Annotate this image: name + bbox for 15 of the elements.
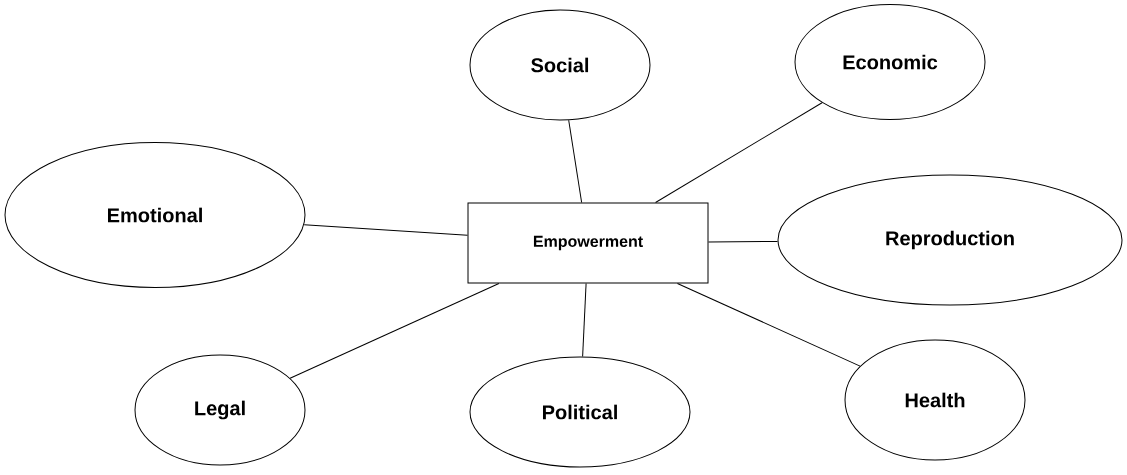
connector-line [676, 283, 861, 367]
connector-line [655, 102, 823, 203]
connector-line [582, 283, 587, 357]
oval: Social [469, 9, 651, 121]
oval: Emotional [4, 142, 306, 288]
connector-line [289, 283, 500, 379]
connector-line [568, 119, 583, 203]
oval: Economic [794, 4, 986, 120]
oval: Reproduction [777, 174, 1123, 306]
connector-line [708, 240, 779, 243]
connector-line [303, 224, 468, 236]
oval: Legal [134, 354, 306, 466]
center-box: Empowerment [467, 202, 709, 284]
oval: Political [469, 356, 691, 468]
oval: Health [844, 339, 1026, 461]
